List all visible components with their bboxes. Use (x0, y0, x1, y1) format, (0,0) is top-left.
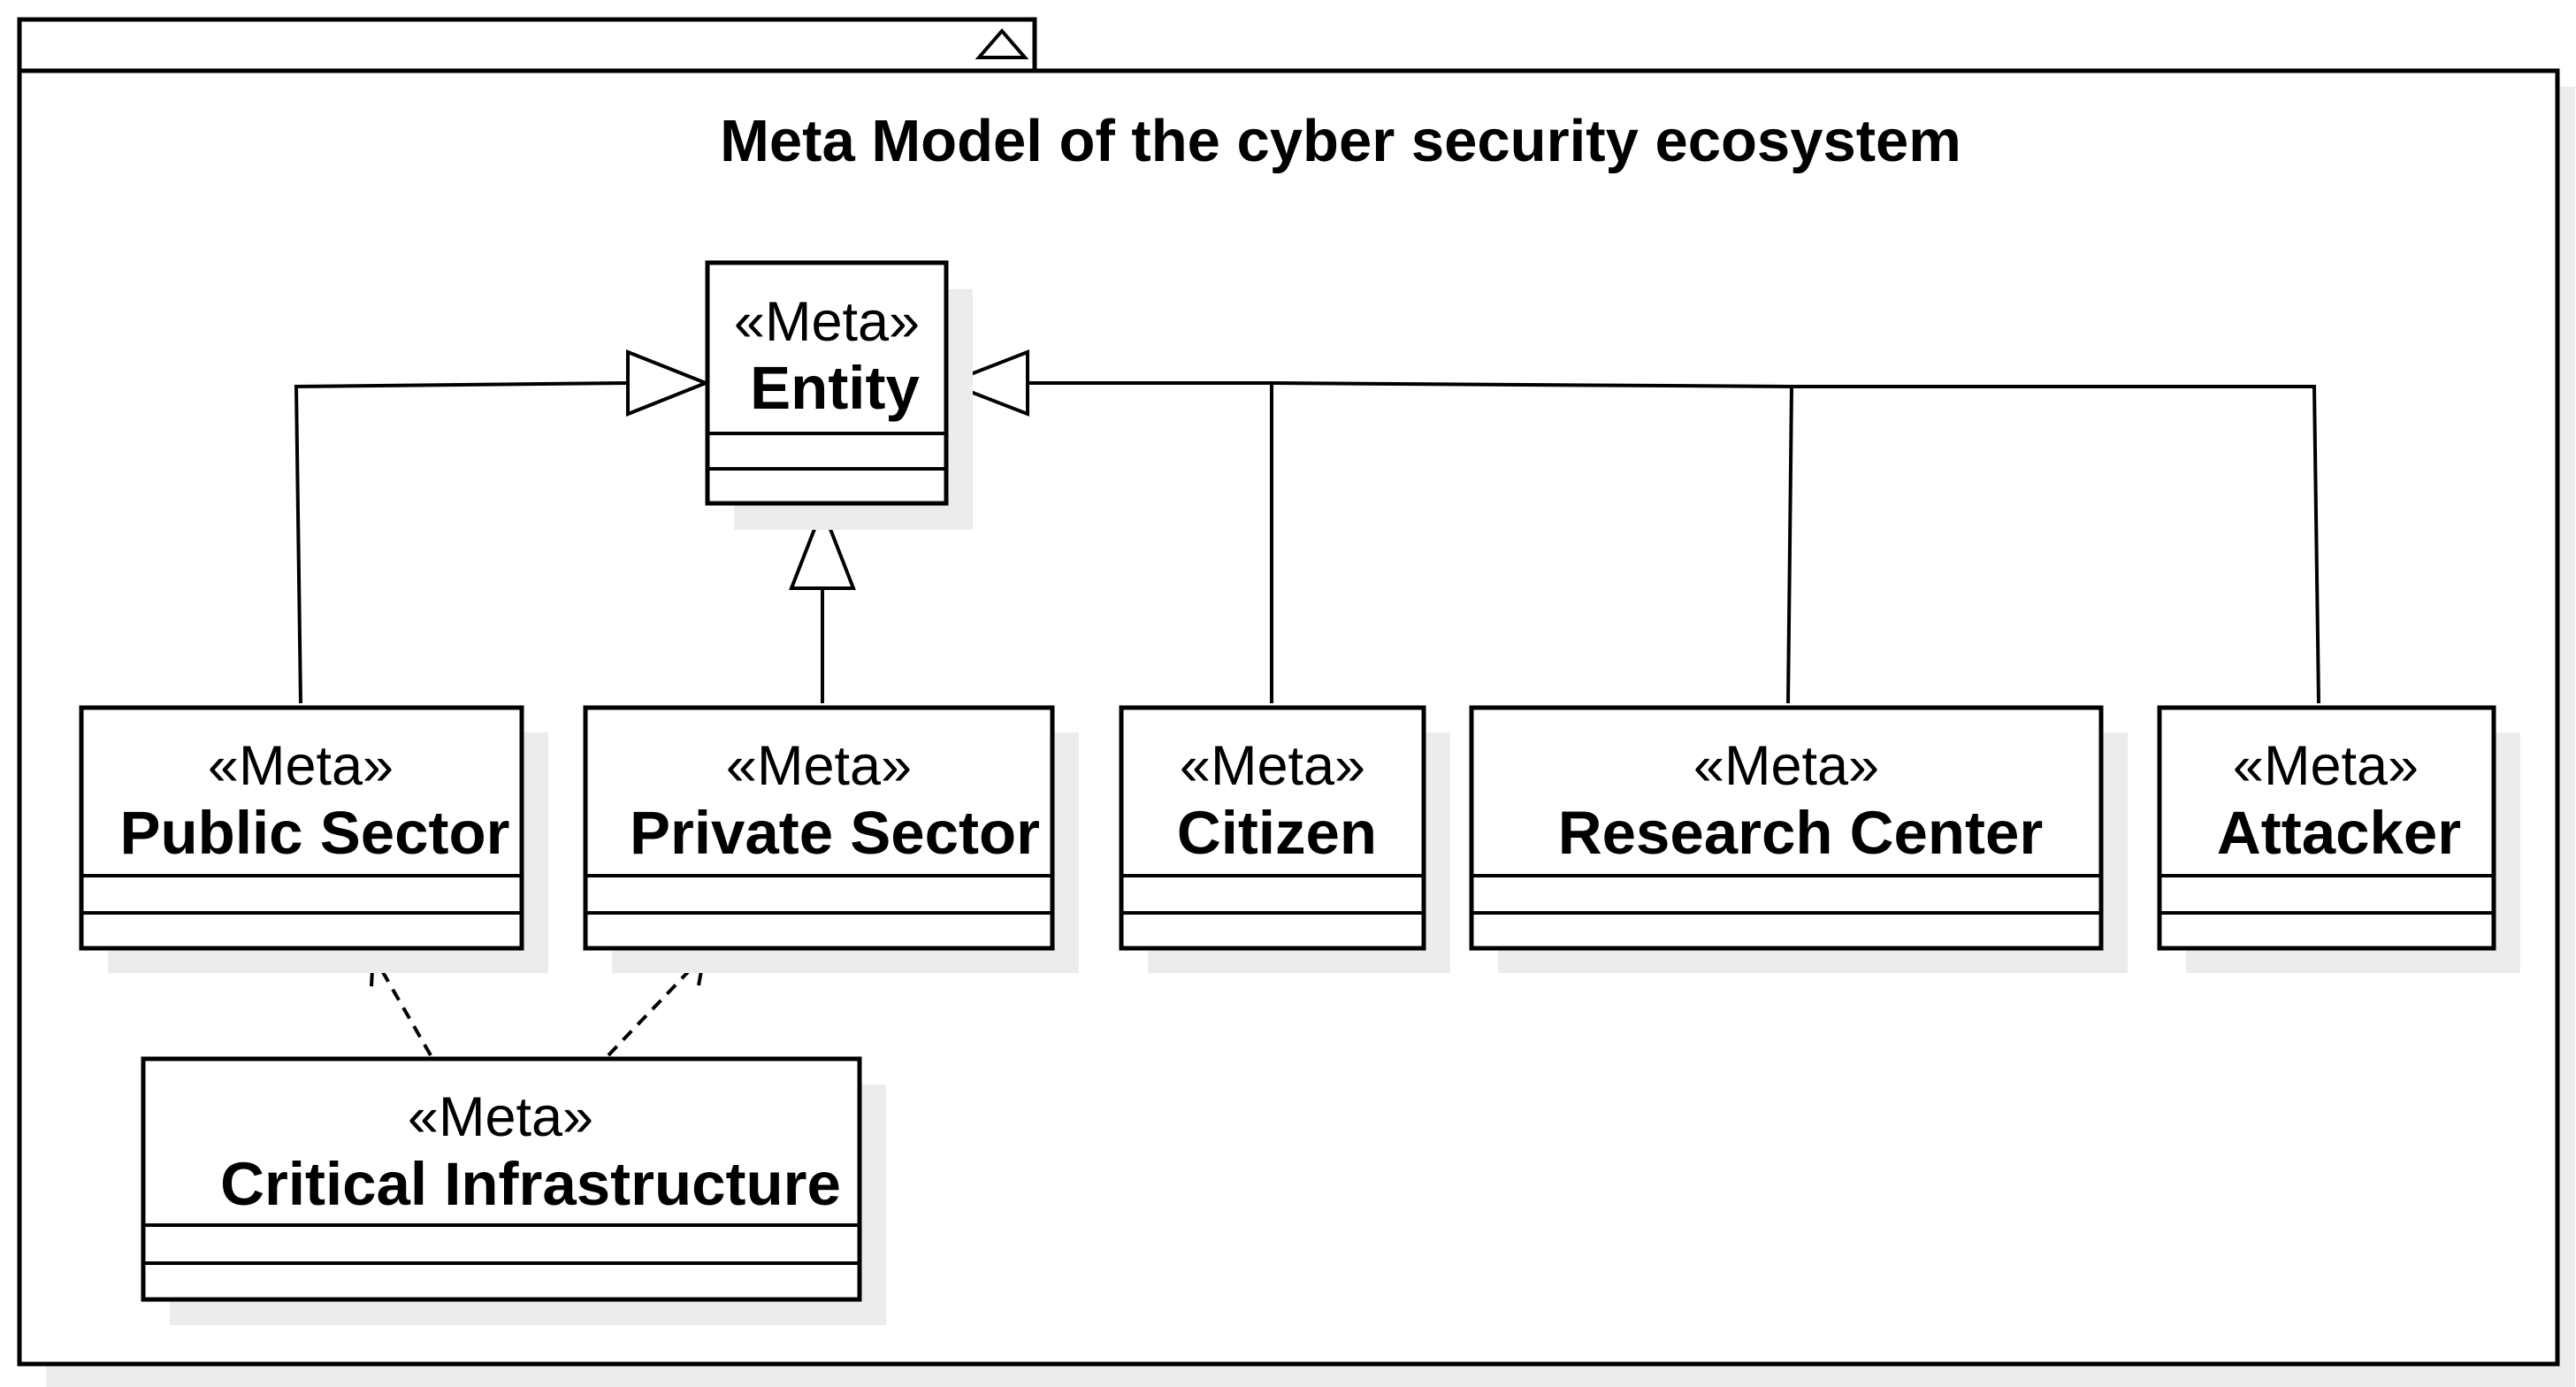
class-private-sector-stereotype: «Meta» (726, 735, 912, 797)
class-entity[interactable]: «Meta» Entity (705, 260, 973, 530)
class-private-sector[interactable]: «Meta» Private Sector (583, 705, 1079, 973)
package-title: Meta Model of the cyber security ecosyst… (720, 108, 1961, 174)
class-public-sector-name: Public Sector (120, 799, 510, 867)
edge-public-sector-entity (294, 381, 629, 704)
class-entity-stereotype: «Meta» (734, 291, 920, 353)
class-citizen[interactable]: «Meta» Citizen (1119, 705, 1450, 973)
edge-public-sector-arrowhead (626, 349, 711, 417)
class-citizen-name: Citizen (1177, 799, 1377, 867)
edge-private-sector-arrowhead (789, 503, 856, 590)
class-attacker[interactable]: «Meta» Attacker (2157, 705, 2520, 973)
class-research-center[interactable]: «Meta» Research Center (1469, 705, 2128, 973)
class-citizen-stereotype: «Meta» (1180, 735, 1365, 797)
class-attacker-name: Attacker (2217, 799, 2461, 867)
class-public-sector-stereotype: «Meta» (208, 735, 394, 797)
edge-attacker-entity (1792, 385, 2320, 704)
class-private-sector-name: Private Sector (630, 799, 1040, 867)
class-research-center-name: Research Center (1558, 799, 2043, 867)
class-critical-infrastructure-name: Critical Infrastructure (220, 1150, 841, 1218)
class-entity-name: Entity (750, 354, 920, 422)
class-public-sector[interactable]: «Meta» Public Sector (79, 705, 548, 973)
class-research-center-stereotype: «Meta» (1693, 735, 1879, 797)
class-critical-infrastructure-stereotype: «Meta» (408, 1086, 593, 1148)
edge-right-arrowhead (943, 349, 1029, 417)
generalization-lines (294, 349, 2320, 704)
class-critical-infrastructure[interactable]: «Meta» Critical Infrastructure (141, 1056, 886, 1325)
package-tab (17, 17, 1037, 75)
class-attacker-stereotype: «Meta» (2233, 735, 2419, 797)
package-triangle-icon (975, 27, 1029, 59)
